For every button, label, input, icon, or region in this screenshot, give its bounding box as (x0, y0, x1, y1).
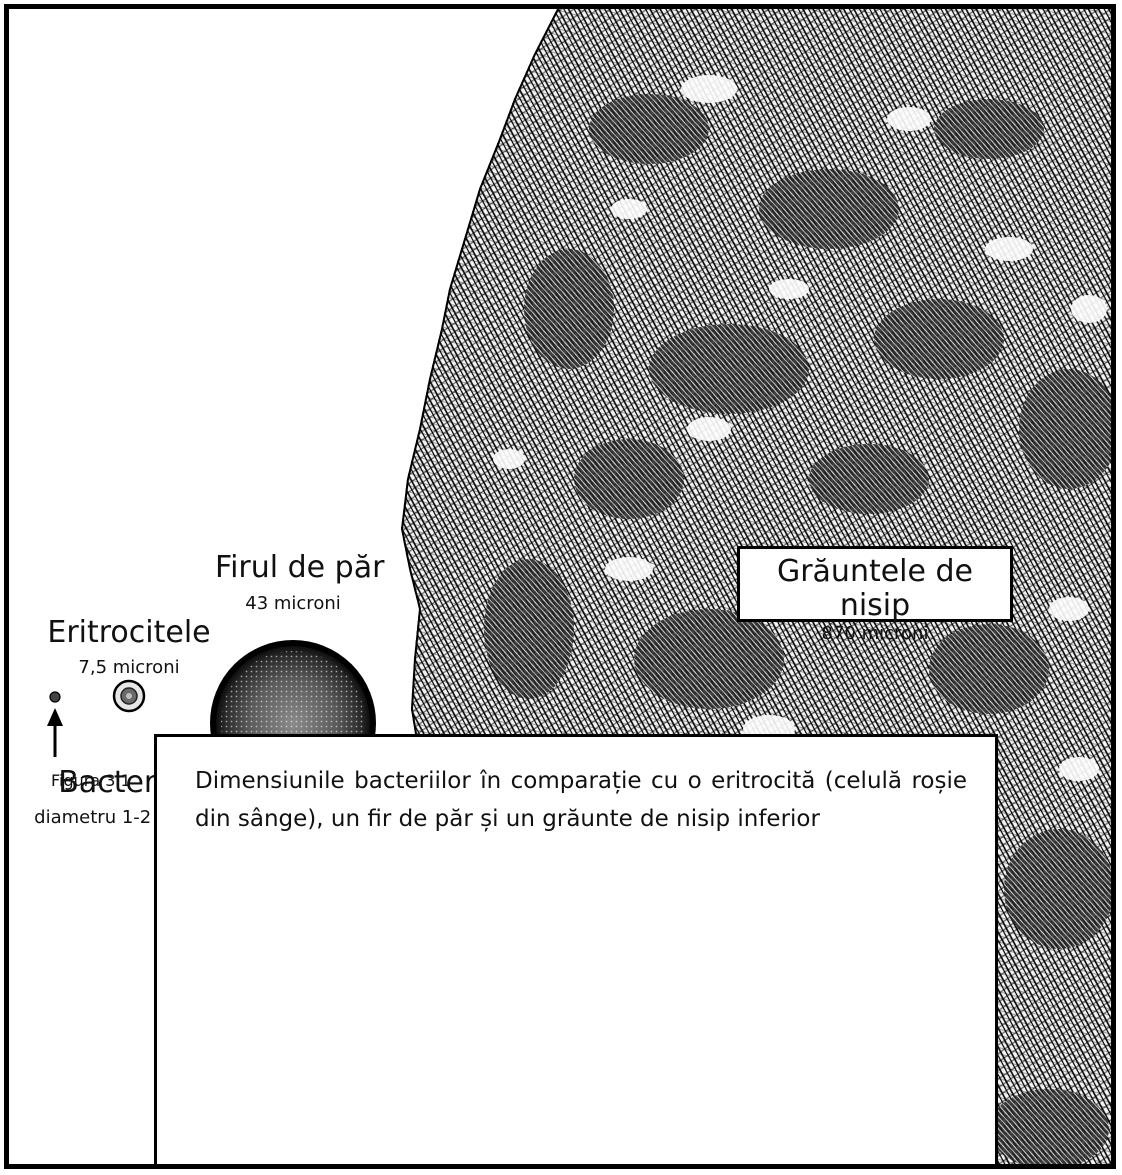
figure-frame: Firul de păr 43 microni Eritrocitele 7,5… (4, 4, 1116, 1169)
hair-label: Firul de păr (215, 550, 371, 585)
figure-caption: Dimensiunile bacteriilor în comparație c… (195, 762, 967, 838)
hair-size: 43 microni (215, 593, 371, 614)
bacterium-dot (50, 692, 60, 702)
sand-grain-size: 870 microni (740, 623, 1010, 645)
up-arrow-icon (47, 708, 63, 757)
sand-grain-label-box: Grăuntele de nisip 870 microni (737, 546, 1013, 622)
erythrocyte-label: Eritrocitele (39, 615, 219, 650)
figure-number: Figura 3.1 (51, 771, 131, 790)
sand-grain-label: Grăuntele de nisip (740, 555, 1010, 623)
caption-box: Dimensiunile bacteriilor în comparație c… (154, 734, 998, 1169)
erythrocyte-size: 7,5 microni (39, 657, 219, 678)
erythrocyte-cell (114, 681, 144, 711)
